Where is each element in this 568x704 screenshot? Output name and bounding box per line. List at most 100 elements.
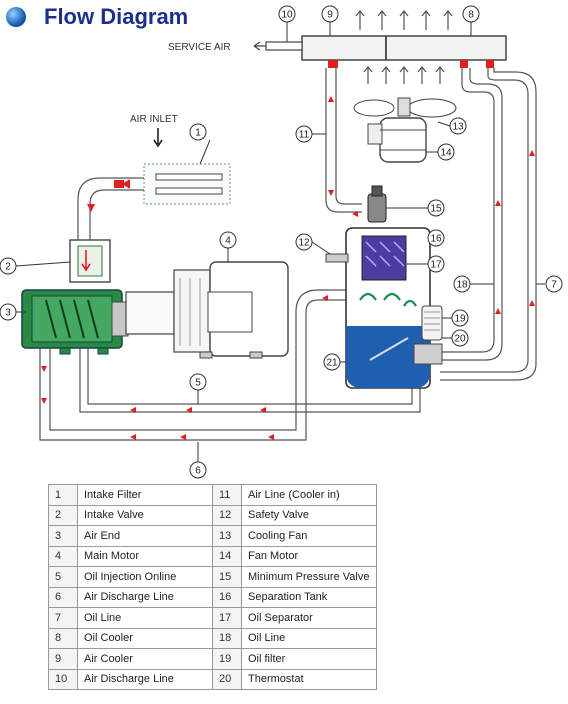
- oil-filter: [421, 305, 443, 341]
- svg-text:18: 18: [456, 280, 468, 291]
- callout-14: 14: [426, 143, 455, 161]
- svg-text:4: 4: [225, 236, 231, 247]
- callout-13: 13: [437, 117, 467, 135]
- svg-text:14: 14: [440, 148, 452, 159]
- callout-18: 18: [453, 275, 494, 293]
- page-title: Flow Diagram: [44, 4, 189, 29]
- pipes: [39, 68, 537, 441]
- legend-label: Air Discharge Line: [77, 586, 219, 608]
- callout-20: 20: [442, 329, 469, 347]
- fan-motor: [367, 117, 427, 163]
- air-discharge-line-10: SERVICE AIR: [168, 41, 303, 53]
- header: Flow Diagram: [6, 2, 188, 32]
- svg-text:6: 6: [195, 466, 201, 477]
- callout-5: 5: [189, 373, 207, 404]
- cooling-fan: [353, 97, 457, 118]
- legend-number: 6: [48, 586, 78, 608]
- svg-text:21: 21: [326, 358, 338, 369]
- callouts: 1 2 3 4 5 6 7 8 9 10 11 12 13 14 15 16 1…: [0, 5, 563, 479]
- callout-15: 15: [386, 199, 445, 217]
- svg-text:9: 9: [327, 10, 333, 21]
- svg-text:1: 1: [195, 128, 201, 139]
- legend-number: 20: [212, 668, 242, 690]
- callout-11: 11: [295, 125, 326, 143]
- legend-number: 7: [48, 607, 78, 629]
- air-cooler: [301, 35, 387, 61]
- callout-6: 6: [189, 442, 207, 479]
- legend-number: 5: [48, 566, 78, 588]
- legend-label: Oil Cooler: [77, 627, 219, 649]
- legend-label: Thermostat: [241, 668, 377, 690]
- svg-text:15: 15: [430, 204, 442, 215]
- globe-logo-icon: [6, 7, 26, 27]
- thermostat: [413, 343, 443, 365]
- callout-19: 19: [442, 309, 469, 327]
- svg-text:8: 8: [468, 10, 474, 21]
- legend-label: Intake Valve: [77, 504, 219, 526]
- callout-7: 7: [536, 275, 563, 293]
- svg-text:7: 7: [551, 280, 557, 291]
- legend-label: Air Discharge Line: [77, 668, 219, 690]
- svg-text:2: 2: [5, 262, 11, 273]
- legend-number: 10: [48, 668, 78, 690]
- legend-label: Air Line (Cooler in): [241, 484, 377, 506]
- legend-label: Minimum Pressure Valve: [241, 566, 377, 588]
- svg-text:13: 13: [452, 122, 464, 133]
- svg-text:16: 16: [430, 234, 442, 245]
- callout-10: 10: [278, 5, 296, 42]
- legend-label: Air End: [77, 525, 219, 547]
- legend-label: Air Cooler: [77, 648, 219, 670]
- legend-number: 13: [212, 525, 242, 547]
- legend-number: 1: [48, 484, 78, 506]
- oil-separator: [361, 235, 407, 281]
- legend-number: 4: [48, 545, 78, 567]
- legend-number: 11: [212, 484, 242, 506]
- airflow-arrows-top: [355, 10, 453, 84]
- svg-text:11: 11: [299, 130, 310, 141]
- legend-number: 17: [212, 607, 242, 629]
- intake-valve: [69, 239, 111, 283]
- legend-label: Cooling Fan: [241, 525, 377, 547]
- callout-17: 17: [406, 255, 445, 273]
- callout-21: 21: [323, 353, 346, 371]
- oil-reservoir: [346, 326, 430, 388]
- legend-label: Separation Tank: [241, 586, 377, 608]
- intake-filter: AIR INLET: [130, 114, 231, 205]
- callout-8: 8: [462, 5, 480, 36]
- legend-number: 2: [48, 504, 78, 526]
- svg-text:20: 20: [454, 334, 466, 345]
- service-air-label: SERVICE AIR: [168, 42, 231, 53]
- callout-12: 12: [295, 233, 331, 255]
- legend-number: 18: [212, 627, 242, 649]
- legend-label: Fan Motor: [241, 545, 377, 567]
- legend-label: Main Motor: [77, 545, 219, 567]
- callout-2: 2: [0, 257, 71, 275]
- safety-valve: [325, 253, 349, 263]
- air-end: [21, 289, 129, 355]
- callout-1: 1: [189, 123, 211, 165]
- svg-text:12: 12: [298, 238, 310, 249]
- cooler-assembly: [301, 10, 507, 84]
- legend-number: 15: [212, 566, 242, 588]
- legend-label: Safety Valve: [241, 504, 377, 526]
- callout-3: 3: [0, 303, 26, 321]
- callout-9: 9: [321, 5, 339, 36]
- callout-16: 16: [427, 229, 445, 247]
